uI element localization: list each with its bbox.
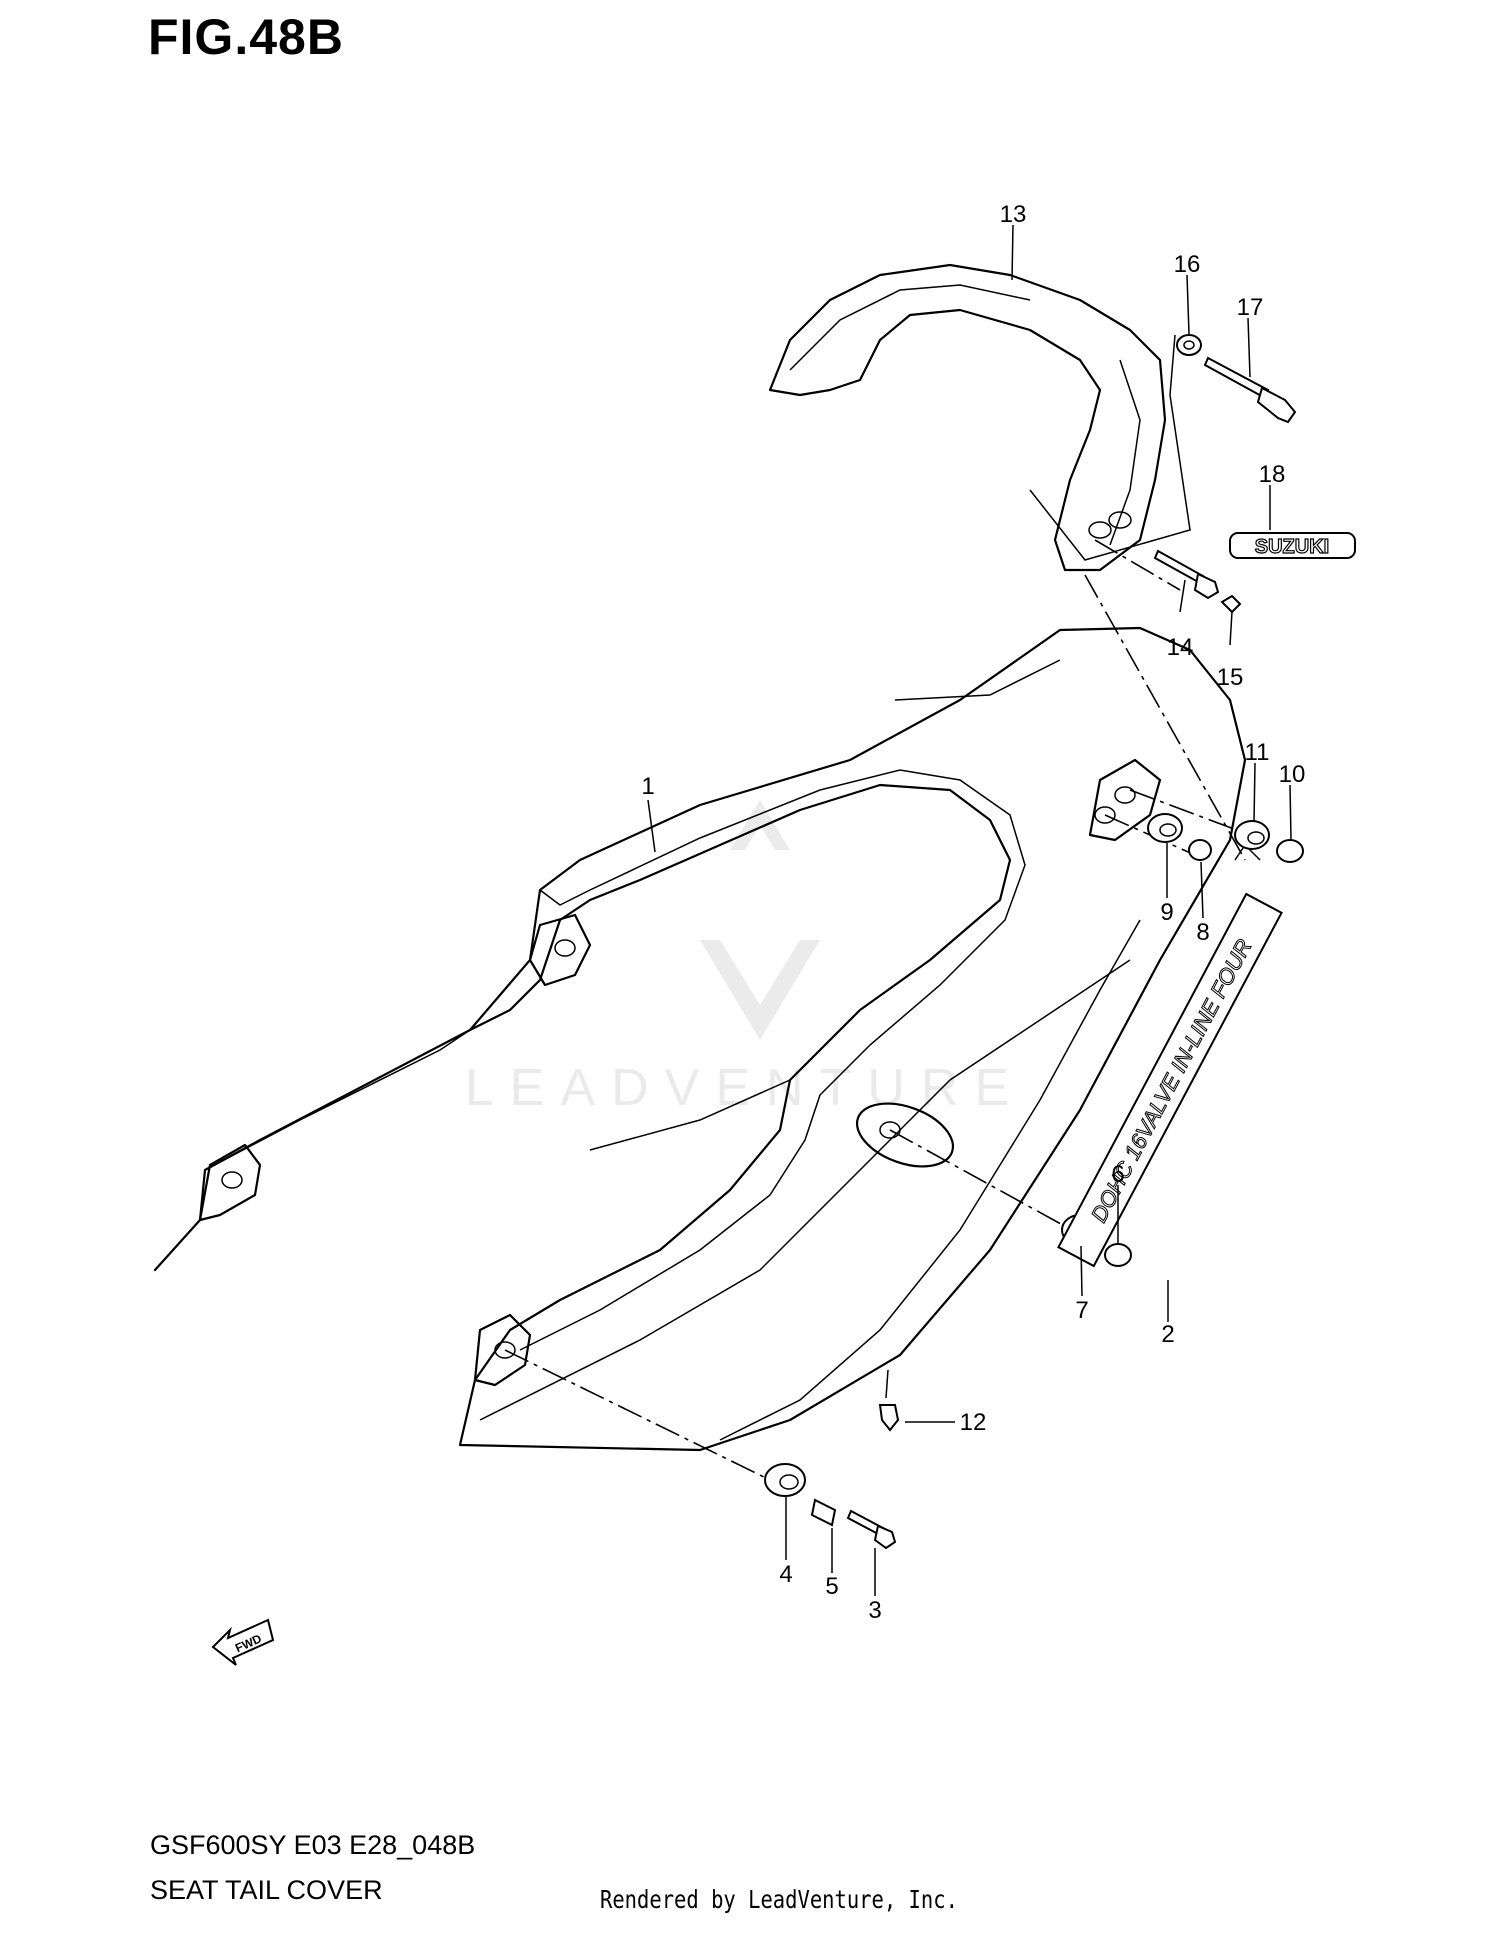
leader-lines bbox=[647, 224, 1292, 1596]
brand-emblem-text: SUZUKI bbox=[1255, 536, 1329, 558]
callout-6: 6 bbox=[1111, 1161, 1124, 1188]
callout-1: 1 bbox=[641, 773, 654, 800]
collar-10 bbox=[1276, 839, 1304, 863]
brand-emblem: SUZUKI bbox=[1229, 532, 1356, 559]
watermark: LEADVENTURE bbox=[465, 800, 1025, 1117]
callout-3: 3 bbox=[868, 1597, 881, 1624]
collar-5 bbox=[810, 1498, 837, 1527]
clip-12 bbox=[878, 1404, 900, 1432]
collar-8 bbox=[1188, 839, 1212, 861]
side-stripe-decal: DOHC 16VALVE IN-LINE FOUR bbox=[1057, 892, 1283, 1268]
callout-9: 9 bbox=[1160, 899, 1173, 926]
cap-15 bbox=[1220, 594, 1242, 614]
render-credit: Rendered by LeadVenture, Inc. bbox=[600, 1885, 958, 1914]
callout-7: 7 bbox=[1075, 1297, 1088, 1324]
figure-name: SEAT TAIL COVER bbox=[150, 1875, 383, 1905]
callout-labels: 1 2 3 4 5 6 7 8 9 10 11 12 13 14 15 16 1… bbox=[641, 201, 1305, 1624]
watermark-text: LEADVENTURE bbox=[465, 1059, 1025, 1117]
callout-5: 5 bbox=[825, 1573, 838, 1600]
collar-6 bbox=[1104, 1243, 1132, 1267]
forward-arrow-icon: FWD bbox=[211, 1618, 275, 1666]
bolt-14 bbox=[1153, 549, 1205, 585]
callout-15: 15 bbox=[1217, 664, 1244, 691]
bolt-17 bbox=[1203, 356, 1270, 400]
callout-14: 14 bbox=[1167, 634, 1194, 661]
callout-17: 17 bbox=[1237, 294, 1264, 321]
figure-model-code: GSF600SY E03 E28_048B bbox=[150, 1830, 476, 1860]
assembly-lines bbox=[504, 539, 1261, 1481]
washer-16 bbox=[1176, 334, 1202, 356]
grommet-9 bbox=[1147, 813, 1183, 843]
grab-rail bbox=[768, 263, 1191, 572]
callout-16: 16 bbox=[1174, 251, 1201, 278]
callout-2: 2 bbox=[1161, 1321, 1174, 1348]
grommet-11 bbox=[1234, 820, 1270, 850]
callout-10: 10 bbox=[1279, 761, 1306, 788]
figure-title: FIG.48B bbox=[148, 9, 344, 65]
callout-13: 13 bbox=[1000, 201, 1027, 228]
callout-8: 8 bbox=[1196, 919, 1209, 946]
callout-12: 12 bbox=[960, 1409, 987, 1436]
callout-18: 18 bbox=[1259, 461, 1286, 488]
grommet-4 bbox=[764, 1463, 806, 1497]
hardware-parts bbox=[764, 334, 1304, 1550]
callout-4: 4 bbox=[779, 1561, 792, 1588]
seat-tail-cover bbox=[153, 626, 1247, 1452]
callout-11: 11 bbox=[1245, 739, 1270, 766]
